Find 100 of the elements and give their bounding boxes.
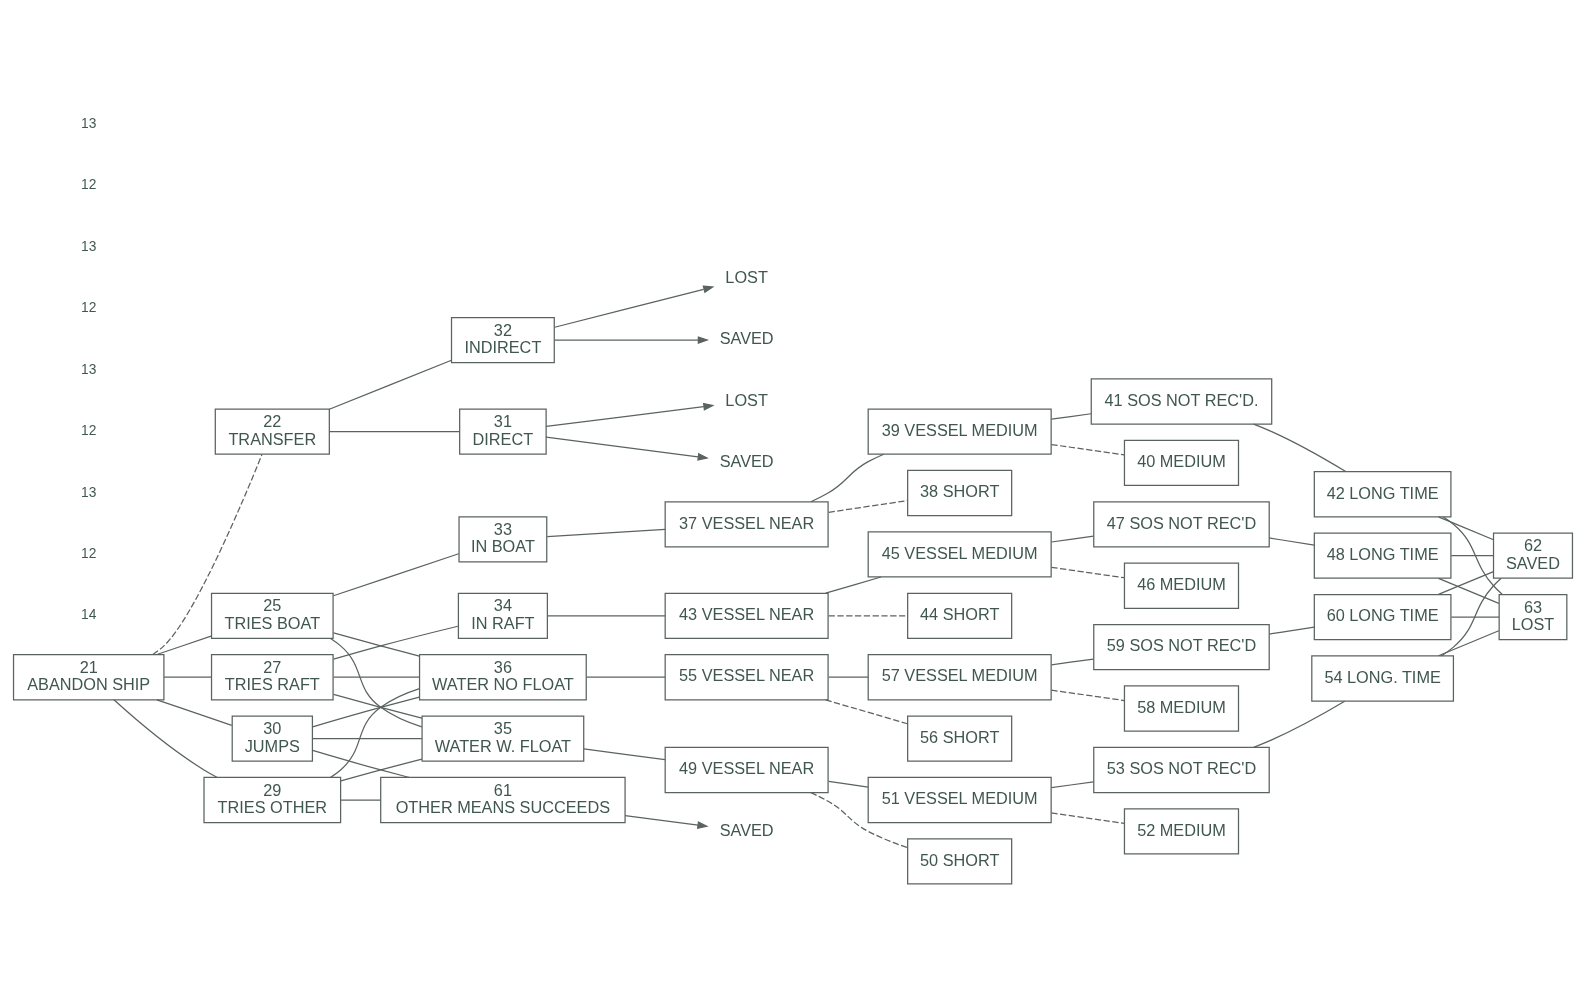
label: 14 xyxy=(81,607,97,623)
node-box: 43 VESSEL NEAR xyxy=(664,592,829,639)
connector xyxy=(1050,566,1125,579)
node-box: 63 LOST xyxy=(1498,593,1568,641)
label: 12 xyxy=(81,423,97,439)
connector xyxy=(828,780,869,788)
connector xyxy=(546,528,666,538)
node-box: 33 IN BOAT xyxy=(458,516,548,563)
node-text: LOST xyxy=(725,267,768,286)
connector xyxy=(312,696,420,728)
node-box: 49 VESSEL NEAR xyxy=(664,746,829,794)
connector xyxy=(1450,555,1495,557)
connector xyxy=(825,699,909,725)
node-box: 29 TRIES OTHER xyxy=(203,776,342,824)
connector xyxy=(1437,516,1495,541)
connector xyxy=(329,637,423,728)
connector xyxy=(1437,630,1500,657)
node-box: 39 VESSEL MEDIUM xyxy=(867,408,1052,455)
arrow xyxy=(554,285,715,328)
connector xyxy=(828,499,908,513)
connector xyxy=(1450,616,1500,618)
node-text: SAVED xyxy=(719,820,774,839)
label: 12 xyxy=(81,300,97,316)
connector xyxy=(1050,812,1125,824)
connector xyxy=(156,699,233,726)
node-box: 46 MEDIUM xyxy=(1123,562,1240,609)
label: 13 xyxy=(81,238,97,254)
connector xyxy=(810,453,885,503)
connector xyxy=(332,625,459,660)
node-box: 37 VESSEL NEAR xyxy=(664,501,829,548)
node-box: 54 LONG. TIME xyxy=(1311,655,1455,702)
node-box: 34 IN RAFT xyxy=(457,592,548,639)
arrow xyxy=(545,436,709,461)
label: 12 xyxy=(81,177,97,193)
node-box: 42 LONG TIME xyxy=(1313,471,1452,518)
arrow xyxy=(624,815,709,830)
node-box: 55 VESSEL NEAR xyxy=(664,654,829,701)
connector xyxy=(1437,570,1495,595)
connector xyxy=(340,758,423,782)
connector xyxy=(156,635,212,656)
node-box: 57 VESSEL MEDIUM xyxy=(867,654,1052,701)
connector xyxy=(1050,413,1092,420)
connector xyxy=(152,453,263,656)
connector xyxy=(332,632,420,657)
connector xyxy=(1268,537,1315,546)
node-box: 58 MEDIUM xyxy=(1123,685,1240,732)
label: 12 xyxy=(81,545,97,561)
node-box: 21 ABANDON SHIP xyxy=(12,654,165,701)
connector xyxy=(1050,781,1095,789)
connector xyxy=(828,676,869,678)
node-box: 38 SHORT xyxy=(907,469,1013,517)
node-box: 53 SOS NOT REC'D xyxy=(1093,746,1270,794)
node-box: 56 SHORT xyxy=(907,715,1013,762)
node-box: 35 WATER W. FLOAT xyxy=(421,715,585,762)
arrow xyxy=(554,336,710,345)
node-box: 40 MEDIUM xyxy=(1123,439,1240,487)
node-box: 51 VESSEL MEDIUM xyxy=(867,776,1052,824)
connector xyxy=(332,676,420,678)
node-box: 59 SOS NOT REC'D xyxy=(1093,623,1270,671)
connector xyxy=(1442,516,1503,595)
label: 13 xyxy=(81,361,97,377)
connector xyxy=(340,799,382,801)
connector xyxy=(1050,443,1125,456)
connector xyxy=(1050,689,1125,702)
connector xyxy=(583,748,666,761)
connector xyxy=(1253,423,1347,473)
connector xyxy=(163,676,212,678)
node-box: 44 SHORT xyxy=(907,592,1013,639)
node-box: 60 LONG TIME xyxy=(1313,593,1452,641)
connector xyxy=(825,576,882,594)
node-text: SAVED xyxy=(719,329,774,348)
node-text: SAVED xyxy=(719,452,774,471)
connector xyxy=(1050,658,1095,666)
label: 13 xyxy=(81,116,97,132)
node-box: 52 MEDIUM xyxy=(1123,808,1240,855)
node-box: 48 LONG TIME xyxy=(1313,532,1452,579)
connector xyxy=(1050,535,1095,543)
node-box: 41 SOS NOT REC'D. xyxy=(1090,378,1273,425)
node-box: 61 OTHER MEANS SUCCEEDS xyxy=(380,776,626,824)
connector xyxy=(328,430,461,433)
connector xyxy=(1440,577,1502,657)
connector xyxy=(828,615,908,617)
node-box: 27 TRIES RAFT xyxy=(210,654,334,701)
node-box: 30 JUMPS xyxy=(231,715,314,762)
arrow xyxy=(545,402,715,427)
connector xyxy=(312,749,410,779)
connector xyxy=(312,738,423,740)
connector xyxy=(1437,577,1500,604)
connector xyxy=(810,792,909,849)
connector xyxy=(328,359,453,410)
node-text: LOST xyxy=(725,390,768,409)
node-box: 22 TRANSFER xyxy=(214,408,330,455)
connector xyxy=(113,699,218,779)
node-box: 31 DIRECT xyxy=(459,408,547,455)
node-box: 62 SAVED xyxy=(1492,532,1574,579)
label: 13 xyxy=(81,484,97,500)
node-box: 45 VESSEL MEDIUM xyxy=(867,531,1052,578)
connector xyxy=(547,615,666,617)
connector xyxy=(330,688,421,778)
node-box: 47 SOS NOT REC'D xyxy=(1093,501,1270,548)
